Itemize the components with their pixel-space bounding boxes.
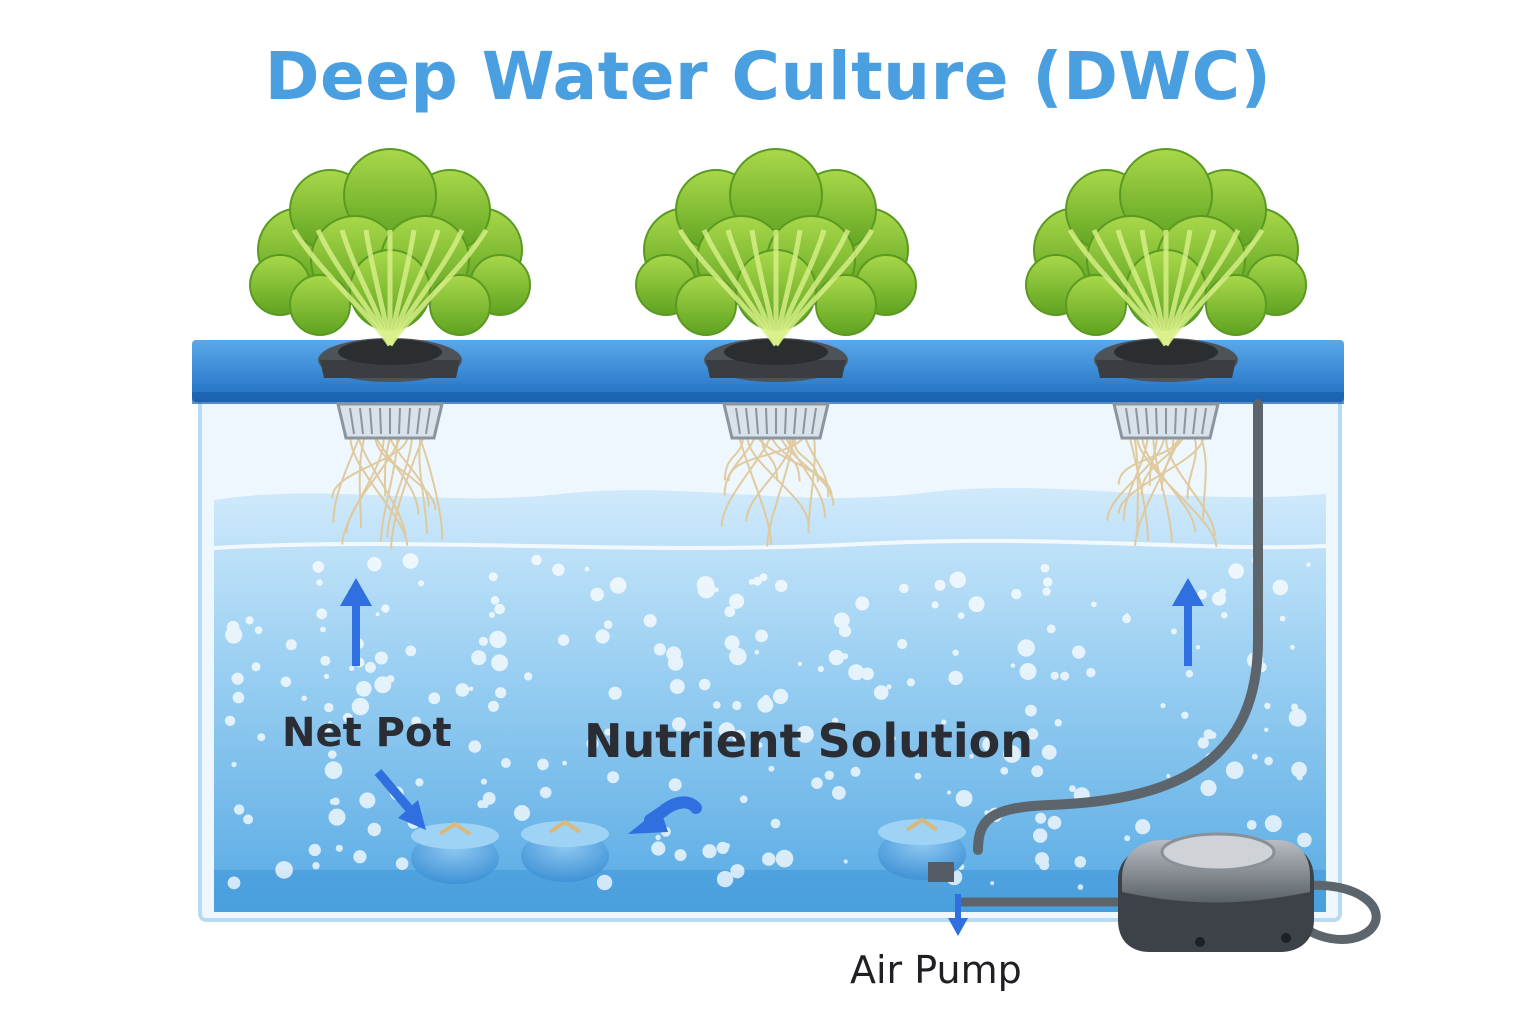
nutrient-solution-label: Nutrient Solution — [584, 714, 1033, 768]
air-stone-icon — [521, 819, 609, 882]
lettuce-plant-icon — [249, 148, 531, 550]
air-pump-icon — [1118, 832, 1314, 952]
air-stone-icon — [411, 821, 499, 884]
water-surface-line — [213, 538, 1327, 550]
arrow-up-icon — [340, 578, 372, 666]
air-stone-icon — [878, 817, 966, 882]
arrow-down-icon — [948, 894, 968, 936]
page-title: Deep Water Culture (DWC) — [264, 38, 1272, 115]
lettuce-plant-icon — [635, 148, 917, 547]
arrow-left-icon — [628, 796, 702, 834]
lettuce-plant-icon — [1025, 148, 1307, 548]
arrow-up-icon — [1172, 578, 1204, 666]
air-pump-label: Air Pump — [850, 948, 1022, 992]
air-bubbles — [224, 553, 1312, 891]
air-tube — [973, 399, 1263, 855]
net-pot-label: Net Pot — [282, 710, 452, 756]
arrow-down-icon — [374, 769, 426, 830]
